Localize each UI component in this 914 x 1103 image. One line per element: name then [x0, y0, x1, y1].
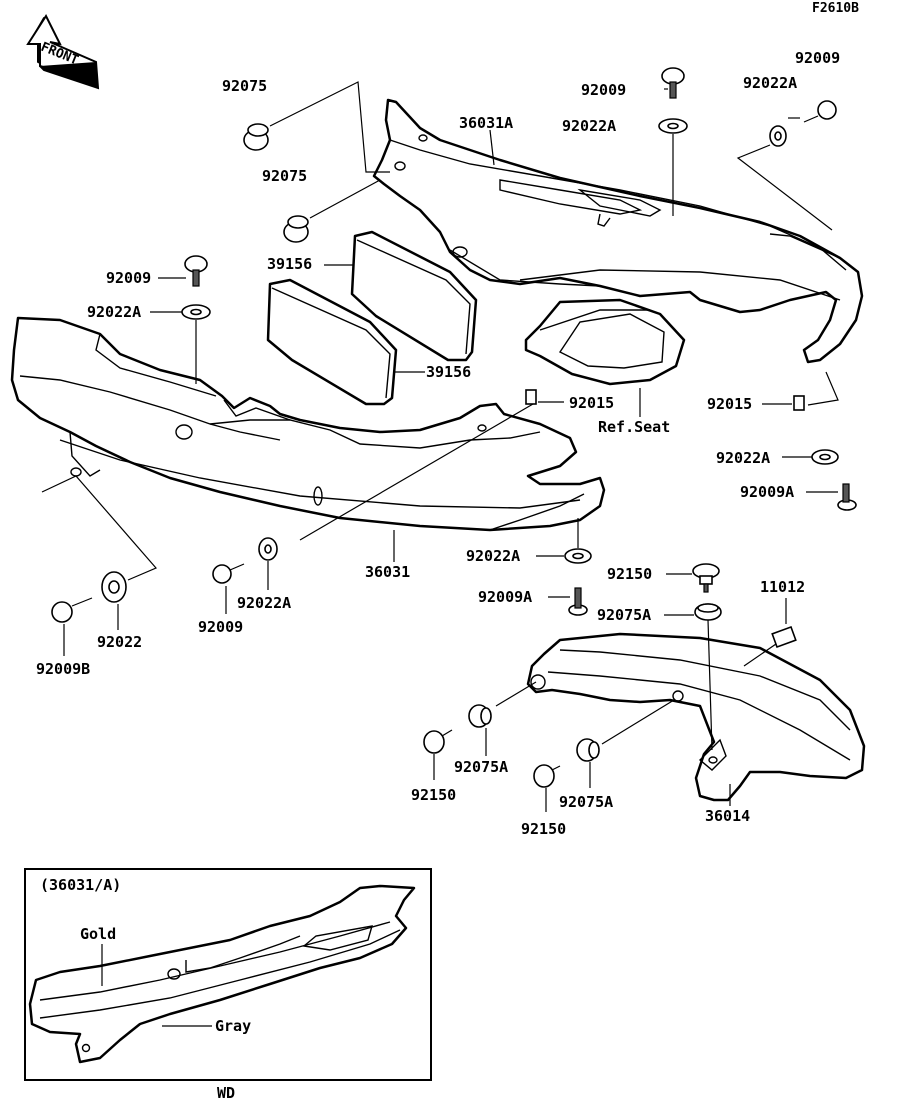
fastener-92150-top	[692, 563, 720, 593]
bolt-92009-right	[803, 100, 837, 123]
inset-gray-label: Gray	[215, 1017, 251, 1035]
label-92009-left: 92009	[106, 269, 151, 287]
label-ref-seat: Ref.Seat	[598, 418, 670, 436]
inset-box: (36031/A) Gold Gray	[24, 868, 432, 1081]
label-92015-mid: 92015	[569, 394, 614, 412]
label-92150-top: 92150	[607, 565, 652, 583]
label-92009A-right: 92009A	[740, 483, 794, 501]
label-92075-top: 92075	[222, 77, 267, 95]
label-92075A-bottom: 92075A	[559, 793, 613, 811]
label-92009-right: 92009	[795, 49, 840, 67]
grommet-92075A-left	[468, 704, 492, 728]
part-labels: 92075 92075 36031A 92009 92022A 92009 92…	[36, 49, 840, 838]
front-arrow-icon: FRONT	[26, 13, 100, 90]
nut-92015-mid	[525, 389, 537, 405]
bolt-92009A-mid	[568, 587, 588, 616]
label-92009B: 92009B	[36, 660, 90, 678]
label-92022A-right: 92022A	[743, 74, 797, 92]
cover-36031	[10, 316, 606, 532]
label-92022A-top: 92022A	[562, 117, 616, 135]
label-92015-right: 92015	[707, 395, 752, 413]
inset-gold-label: Gold	[80, 925, 116, 943]
label-36031: 36031	[365, 563, 410, 581]
label-92022A-lowmid: 92022A	[466, 547, 520, 565]
fastener-92150-bottom	[533, 764, 561, 788]
label-36014: 36014	[705, 807, 750, 825]
grommet-92075A-top	[694, 603, 722, 621]
bolt-92009-left	[184, 255, 208, 287]
bolt-92009A-right	[837, 483, 857, 511]
label-36031A: 36031A	[459, 114, 513, 132]
washer-92022A-bottom	[258, 537, 278, 561]
seat-pad-39156-a	[350, 230, 478, 362]
bolt-92009-top	[661, 67, 685, 99]
label-92022: 92022	[97, 633, 142, 651]
washer-92022A-right	[769, 125, 787, 147]
label-92009: 92009	[198, 618, 243, 636]
label-92022A-left: 92022A	[87, 303, 141, 321]
label-39156-a: 39156	[267, 255, 312, 273]
washer-92022A-left	[181, 304, 211, 320]
grommet-92075A-bottom	[576, 738, 600, 762]
grommet-92075-top	[243, 123, 269, 151]
label-39156-b: 39156	[426, 363, 471, 381]
label-92075A-left: 92075A	[454, 758, 508, 776]
label-92022A-bottom: 92022A	[237, 594, 291, 612]
inset-footer: WD	[217, 1084, 235, 1102]
diagram-code: F2610B	[812, 1, 859, 16]
washer-92022A-lower-right	[811, 449, 839, 465]
seat-pad-39156-b	[266, 278, 398, 406]
label-92075-mid: 92075	[262, 167, 307, 185]
label-92022A-lower-right: 92022A	[716, 449, 770, 467]
bolt-92009B	[51, 597, 93, 623]
label-92009-top: 92009	[581, 81, 626, 99]
grommet-92075-mid	[283, 215, 309, 243]
washer-92022A-top	[658, 118, 688, 134]
bolt-92009-lower	[212, 563, 245, 584]
collar-11012	[771, 625, 797, 649]
chain-guard-36014	[526, 632, 866, 802]
label-11012: 11012	[760, 578, 805, 596]
fastener-92150-left	[423, 729, 453, 754]
cover-36031A	[372, 98, 864, 364]
inset-cover	[28, 884, 416, 1064]
inset-title: (36031/A)	[40, 876, 121, 894]
seat-tray	[524, 298, 686, 386]
washer-92022A-lowmid	[564, 548, 592, 564]
leader-lines	[41, 81, 839, 812]
nut-92015-right	[793, 395, 805, 411]
label-92150-left: 92150	[411, 786, 456, 804]
label-92075A-top: 92075A	[597, 606, 651, 624]
label-92150-bottom: 92150	[521, 820, 566, 838]
label-92009A-mid: 92009A	[478, 588, 532, 606]
washer-92022	[101, 571, 127, 603]
